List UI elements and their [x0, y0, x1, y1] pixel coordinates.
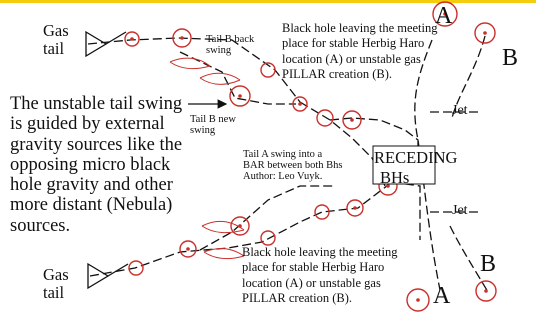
bottom-swing-path [199, 185, 335, 251]
tail-b-back-label: Tail B back swing [206, 34, 255, 57]
right-curve-bottom [449, 225, 489, 293]
node-ring [230, 216, 250, 236]
gas-tail-bowtie-top [85, 30, 127, 58]
jet-label-bottom: Jet [452, 203, 468, 218]
node-ring-top-a [432, 1, 458, 27]
top-accent-bar [0, 0, 536, 3]
jet-label-top: Jet [452, 103, 468, 118]
jet-top-curve [414, 39, 441, 291]
letter-a-top: A [435, 3, 453, 29]
node-ring [128, 260, 144, 276]
node-ring [342, 110, 362, 130]
letter-b-bottom: B [480, 251, 497, 277]
node-ring [179, 240, 197, 258]
node-ring [260, 62, 276, 78]
node-ring-bottom-a [406, 288, 430, 312]
gas-tail-label-top: Gas tail [43, 21, 69, 58]
node-ring [316, 109, 334, 127]
node-ring [260, 230, 276, 246]
tail-a-note: Tail A swing into a BAR between both Bhs… [243, 149, 343, 183]
right-curve-top [451, 35, 486, 119]
node-ring [314, 204, 330, 220]
caption-bottom: Black hole leaving the meeting place for… [242, 245, 398, 306]
main-explanation-text: The unstable tail swing is guided by ext… [10, 94, 183, 236]
letter-b-top: B [502, 45, 519, 71]
receding-label: RECEDING BHs [374, 148, 458, 187]
top-tail-swing-path [179, 51, 296, 105]
node-ring-top-b [474, 22, 496, 44]
caption-top: Black hole leaving the meeting place for… [282, 21, 438, 82]
top-tail-path [87, 37, 301, 103]
node-ring [292, 96, 308, 112]
node-ring-bottom-b [475, 280, 497, 302]
letter-a-bottom: A [433, 283, 451, 309]
node-ring [229, 85, 251, 107]
gas-tail-label-bottom: Gas tail [43, 265, 69, 302]
node-ring [346, 199, 364, 217]
node-ring [124, 31, 140, 47]
node-ring [172, 28, 192, 48]
tail-b-new-label: Tail B new swing [190, 114, 236, 137]
gas-tail-bowtie-bottom [87, 262, 129, 290]
receding-box [372, 145, 436, 185]
